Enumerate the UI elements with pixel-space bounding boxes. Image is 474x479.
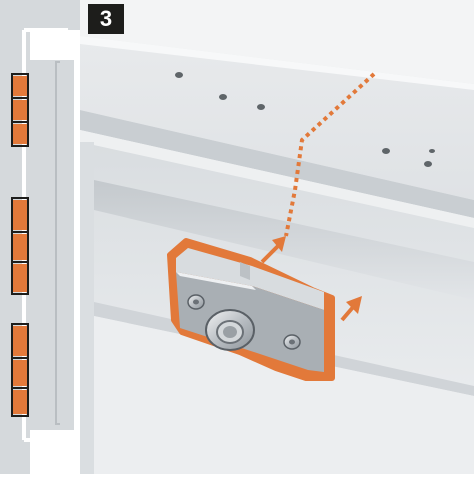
- slot-inner-edge: [55, 61, 60, 425]
- connector-group-2: [11, 197, 29, 295]
- profile-cross-section: [0, 0, 80, 474]
- insertion-path: [284, 72, 376, 237]
- connector-group-3: [11, 323, 29, 417]
- slot-connector: [176, 248, 324, 372]
- step-number-badge: 3: [88, 4, 124, 34]
- profile-ridge: [80, 110, 474, 218]
- insert-arrow-icon: [260, 236, 286, 264]
- mounting-holes: [175, 72, 435, 167]
- cross-section-drawing: [0, 0, 80, 474]
- connector-group-1: [11, 73, 29, 147]
- rotate-arrow-icon: [340, 296, 362, 322]
- aluminum-profile-drawing: [80, 0, 474, 474]
- profile-illustration: [80, 0, 474, 474]
